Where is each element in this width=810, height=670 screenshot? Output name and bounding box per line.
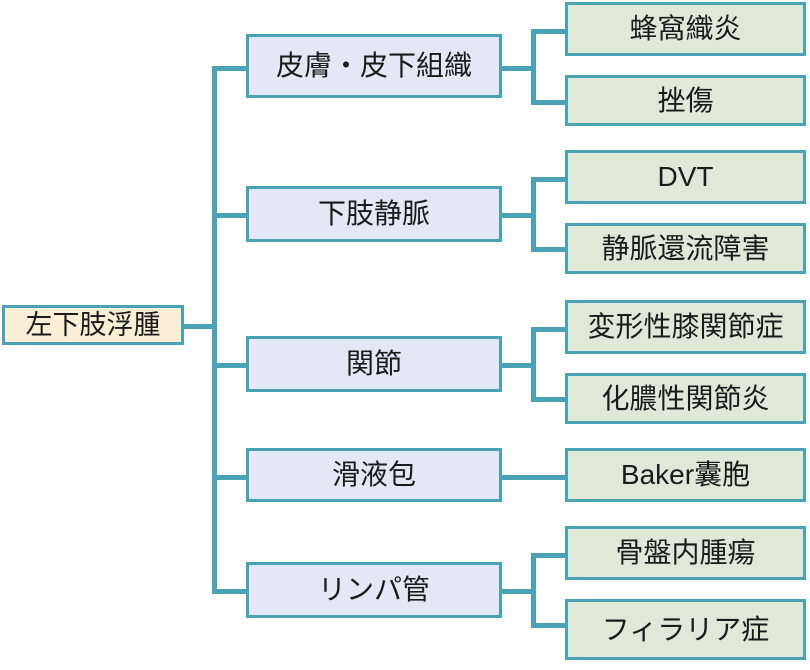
connector-branch-5-spine xyxy=(531,553,536,628)
node-branch-joint[interactable]: 関節 xyxy=(246,336,502,392)
connector-trunk-to-branch-5 xyxy=(212,589,250,594)
connector-trunk-to-branch-1 xyxy=(212,66,250,71)
node-leaf-baker-cyst[interactable]: Baker囊胞 xyxy=(565,448,806,502)
connector-branch-3-child-2 xyxy=(531,397,569,402)
node-root-left-lower-limb-edema[interactable]: 左下肢浮腫 xyxy=(2,305,184,345)
node-branch-bursa[interactable]: 滑液包 xyxy=(246,448,502,502)
node-leaf-cellulitis[interactable]: 蜂窩織炎 xyxy=(565,2,806,56)
connector-branch-1-child-2 xyxy=(531,100,569,105)
connector-branch-1-spine xyxy=(531,29,536,105)
node-leaf-dvt[interactable]: DVT xyxy=(565,150,806,204)
connector-branch-5-stub xyxy=(500,589,536,594)
connector-branch-3-stub xyxy=(500,363,536,368)
connector-branch-2-child-2 xyxy=(531,247,569,252)
connector-trunk-to-branch-2 xyxy=(212,213,250,218)
node-branch-lymphatic-vessel[interactable]: リンパ管 xyxy=(246,562,502,618)
node-leaf-septic-arthritis[interactable]: 化膿性関節炎 xyxy=(565,373,806,424)
node-branch-skin-subcutaneous[interactable]: 皮膚・皮下組織 xyxy=(246,34,502,98)
connector-trunk-to-branch-4 xyxy=(212,475,250,480)
connector-root-stub xyxy=(183,324,217,329)
connector-branch-2-child-1 xyxy=(531,177,569,182)
connector-trunk-vertical xyxy=(212,66,217,592)
node-leaf-knee-osteoarthritis[interactable]: 変形性膝関節症 xyxy=(565,300,806,354)
connector-branch-4-child-1 xyxy=(500,475,569,480)
connector-branch-2-spine xyxy=(531,177,536,252)
connector-branch-2-stub xyxy=(500,213,536,218)
connector-branch-1-stub xyxy=(500,66,536,71)
connector-branch-5-child-2 xyxy=(531,623,569,628)
connector-branch-3-spine xyxy=(531,327,536,402)
connector-branch-5-child-1 xyxy=(531,553,569,558)
node-leaf-venous-return-disorder[interactable]: 静脈還流障害 xyxy=(565,223,806,274)
connector-trunk-to-branch-3 xyxy=(212,363,250,368)
node-branch-lower-limb-vein[interactable]: 下肢静脈 xyxy=(246,186,502,242)
connector-branch-3-child-1 xyxy=(531,327,569,332)
node-leaf-contusion[interactable]: 挫傷 xyxy=(565,75,806,126)
connector-branch-1-child-1 xyxy=(531,29,569,34)
node-leaf-filariasis[interactable]: フィラリア症 xyxy=(565,599,806,660)
node-leaf-pelvic-tumor[interactable]: 骨盤内腫瘍 xyxy=(565,526,806,580)
